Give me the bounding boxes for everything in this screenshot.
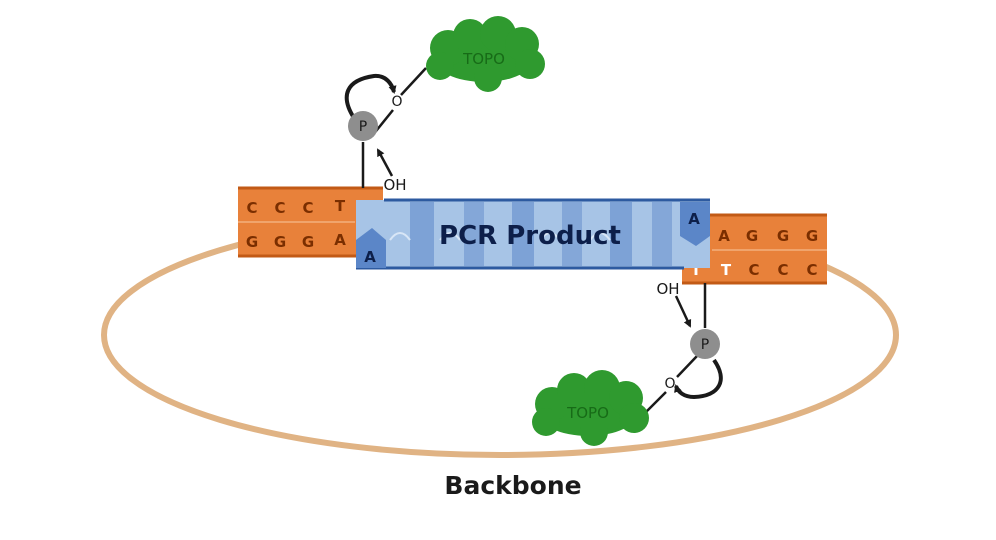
right-vector-bottom-strand: T T C C C (691, 261, 818, 279)
backbone-label: Backbone (444, 471, 581, 500)
pcr-product: A A PCR Product (356, 198, 710, 270)
base: G (777, 227, 789, 245)
base: C (246, 199, 257, 217)
phosphate-label: P (701, 337, 709, 353)
base: T (335, 197, 346, 215)
base: T (721, 261, 732, 279)
pcr-right-overhang-base: A (688, 210, 700, 228)
left-vector-bottom-strand: G G G A (246, 231, 346, 251)
base: C (274, 199, 285, 217)
hydroxyl-label: OH (383, 176, 406, 194)
base: T (691, 261, 702, 279)
phosphate-icon (348, 111, 378, 141)
base: A (334, 231, 346, 249)
base: G (246, 233, 258, 251)
oxygen-icon: O (391, 94, 402, 110)
base: G (302, 233, 314, 251)
oxygen-icon: O (664, 376, 675, 392)
bottom-topo-complex: P O OH TOPO (532, 280, 723, 446)
base: G (746, 227, 758, 245)
phosphate-label: P (359, 119, 367, 135)
base: C (748, 261, 759, 279)
curved-arrow-icon (674, 358, 723, 400)
base: A (718, 227, 730, 245)
pcr-left-overhang-base: A (364, 248, 376, 266)
base: C (806, 261, 817, 279)
arrow-icon (376, 148, 394, 177)
base: C (302, 199, 313, 217)
topo-top-label: TOPO (462, 50, 505, 68)
hydroxyl-label: OH (656, 280, 679, 298)
base: G (806, 227, 818, 245)
arrow-icon (674, 295, 692, 328)
curved-arrow-icon (344, 73, 397, 120)
base: C (777, 261, 788, 279)
pcr-stripes (389, 202, 672, 266)
topo-cloud-icon (426, 16, 545, 92)
phosphate-icon (690, 329, 720, 359)
topo-cloud-icon (532, 370, 649, 446)
right-vector-top-strand: A G G G (718, 227, 818, 245)
base: G (274, 233, 286, 251)
topo-bottom-label: TOPO (566, 404, 609, 422)
top-topo-complex: P O OH TOPO (344, 16, 545, 194)
pcr-product-label: PCR Product (439, 221, 621, 251)
